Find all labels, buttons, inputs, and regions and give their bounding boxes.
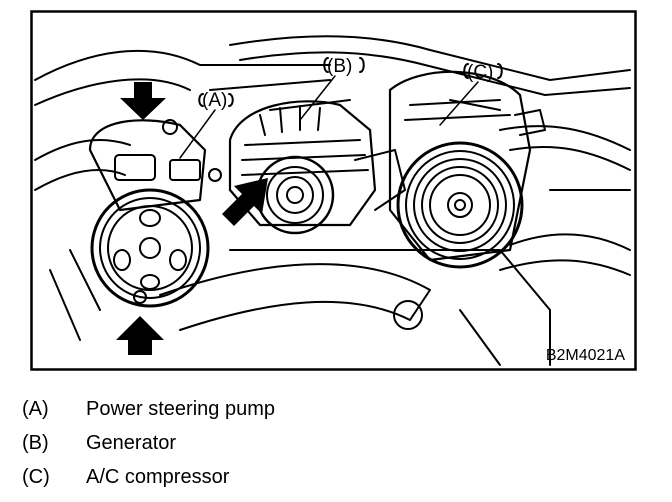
left-hose	[34, 139, 131, 161]
power-steering-pump	[88, 119, 222, 308]
callout-b-bracket	[323, 57, 365, 73]
lower-tube-end	[393, 300, 423, 330]
callout-b-leader	[299, 75, 336, 121]
callout-b-label: (B)	[327, 56, 352, 77]
engine-diagram: (A) (B) (C) B2M4021A	[30, 10, 637, 371]
lower-tube	[159, 263, 431, 331]
ac-compressor	[388, 70, 546, 269]
arrow-diagonal-icon	[222, 178, 268, 226]
figure-code: B2M4021A	[546, 347, 625, 364]
top-pipe	[229, 35, 631, 81]
callout-a-leader	[179, 109, 216, 159]
callout-c-label: (C)	[467, 62, 493, 83]
legend-code-b: (B)	[22, 432, 49, 454]
callout-c-bracket	[463, 63, 503, 79]
left-hose-edge	[34, 169, 126, 191]
top-pipe-edge	[239, 51, 631, 96]
callout-a-label: (A)	[202, 90, 227, 111]
legend-code-a: (A)	[22, 398, 49, 420]
pump-bolt-bottom	[133, 290, 147, 304]
callout-a-bracket	[198, 93, 234, 107]
right-lower-hose-edge	[499, 259, 631, 276]
legend-code-c: (C)	[22, 466, 50, 488]
arrow-up-icon	[116, 316, 164, 355]
legend-text-b: Generator	[86, 432, 177, 454]
legend-item-a: (A) Power steering pump	[22, 395, 442, 429]
upper-hose	[34, 49, 331, 81]
detail-lines	[49, 79, 631, 341]
pump-bolt-top	[162, 119, 178, 135]
legend-text-a: Power steering pump	[86, 398, 275, 420]
arrow-down-icon	[120, 82, 166, 120]
legend-text-c: A/C compressor	[86, 466, 230, 488]
callout-c-leader	[439, 81, 479, 126]
legend-item-c: (C) A/C compressor	[22, 463, 442, 497]
pump-bolt-side	[208, 168, 222, 182]
legend-item-b: (B) Generator	[22, 429, 442, 463]
engine-block-outline	[229, 249, 551, 366]
right-lower-hose	[509, 233, 631, 251]
upper-hose-edge	[34, 78, 191, 106]
legend: (A) Power steering pump (B) Generator (C…	[22, 395, 442, 497]
right-hose	[499, 125, 631, 151]
right-hose-edge	[509, 145, 631, 171]
